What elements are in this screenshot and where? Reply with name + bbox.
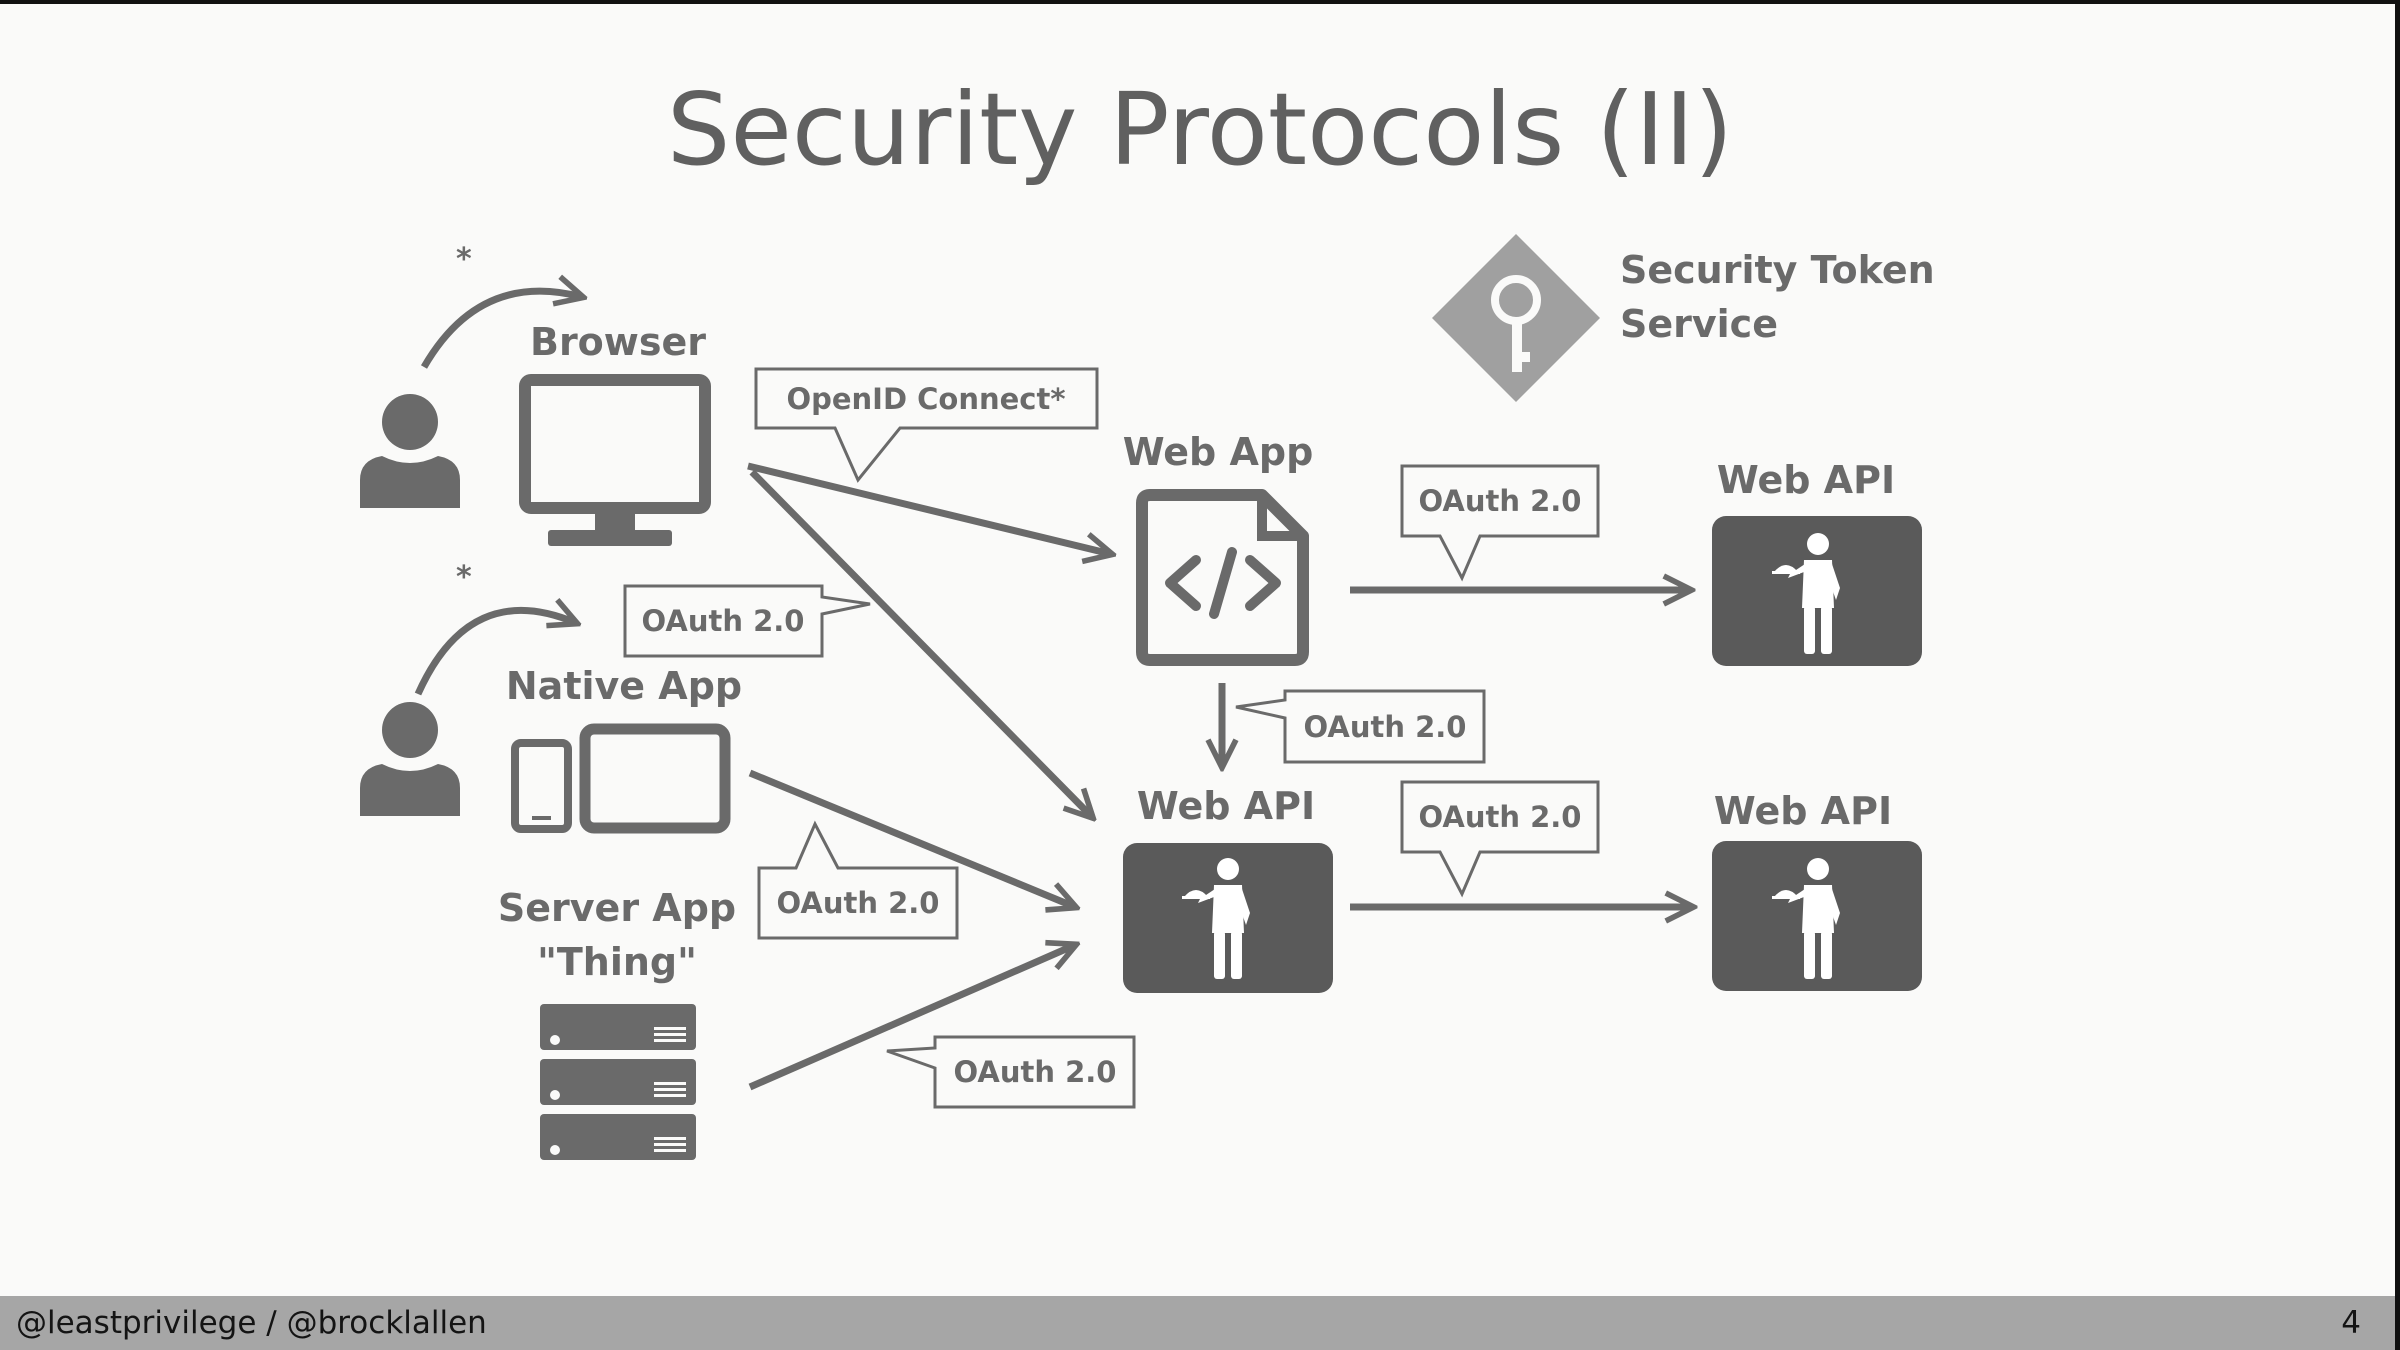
- web-api-label-center: Web API: [1136, 784, 1316, 828]
- slide-border-top: [0, 0, 2400, 4]
- asterisk-native: *: [456, 560, 472, 595]
- monitor-icon: [519, 374, 711, 546]
- callout-oauth-native-api-text: OAuth 2.0: [776, 886, 940, 920]
- user-to-browser-arrow: [420, 291, 582, 369]
- web-api-label-bottom-right: Web API: [1713, 789, 1893, 833]
- slide-title: Security Protocols (II): [666, 71, 1734, 188]
- callout-openid-connect: [754, 367, 1099, 483]
- callout-oauth-webapp-api-text: OAuth 2.0: [1418, 484, 1582, 518]
- slide-border-right: [2395, 0, 2400, 1350]
- asterisk-browser: *: [456, 242, 472, 277]
- sts-label-line2: Service: [1620, 302, 1778, 346]
- web-api-icon-center: [1123, 843, 1333, 993]
- native-app-label: Native App: [505, 664, 743, 708]
- callout-oauth-server: [886, 1035, 1136, 1109]
- user-to-native-arrow: [414, 610, 576, 696]
- callout-oauth-vertical-text: OAuth 2.0: [1303, 710, 1467, 744]
- sts-label-line1: Security Token: [1620, 248, 1935, 292]
- web-api-label-top-right: Web API: [1716, 458, 1896, 502]
- web-app-code-icon: [1136, 489, 1309, 666]
- callout-oauth-native: [623, 584, 871, 658]
- server-app-label: Server App: [497, 886, 737, 930]
- arrow-browser-to-webapi: [749, 469, 1092, 817]
- callout-oauth-native-api: [757, 820, 959, 940]
- security-token-service-icon: [1432, 234, 1600, 402]
- callout-oauth-api-chain: [1400, 780, 1600, 898]
- web-api-icon-top-right: [1712, 516, 1922, 666]
- callout-oauth-vertical: [1235, 689, 1486, 764]
- footer-bar: @leastprivilege / @brocklallen 4: [0, 1296, 2395, 1350]
- browser-label: Browser: [529, 320, 707, 364]
- footer-handles: @leastprivilege / @brocklallen: [16, 1305, 487, 1341]
- arrow-native-to-webapi: [748, 769, 1075, 907]
- web-api-icon-bottom-right: [1712, 841, 1922, 991]
- user-icon-native: [360, 702, 460, 816]
- callout-oauth-webapp-api: [1400, 464, 1600, 582]
- slide-number: 4: [2341, 1305, 2361, 1341]
- callout-oauth-native-text: OAuth 2.0: [641, 604, 805, 638]
- web-app-label: Web App: [1122, 430, 1314, 474]
- mobile-devices-icon: [511, 723, 731, 834]
- callout-oauth-server-text: OAuth 2.0: [953, 1055, 1117, 1089]
- user-icon-browser: [360, 394, 460, 508]
- callout-openid-text: OpenID Connect*: [786, 382, 1066, 416]
- callout-oauth-api-chain-text: OAuth 2.0: [1418, 800, 1582, 834]
- thing-label: "Thing": [537, 940, 697, 984]
- arrow-browser-to-webapp: [747, 462, 1111, 554]
- server-rack-icon: [540, 1004, 696, 1160]
- arrow-server-to-webapi: [748, 945, 1075, 1091]
